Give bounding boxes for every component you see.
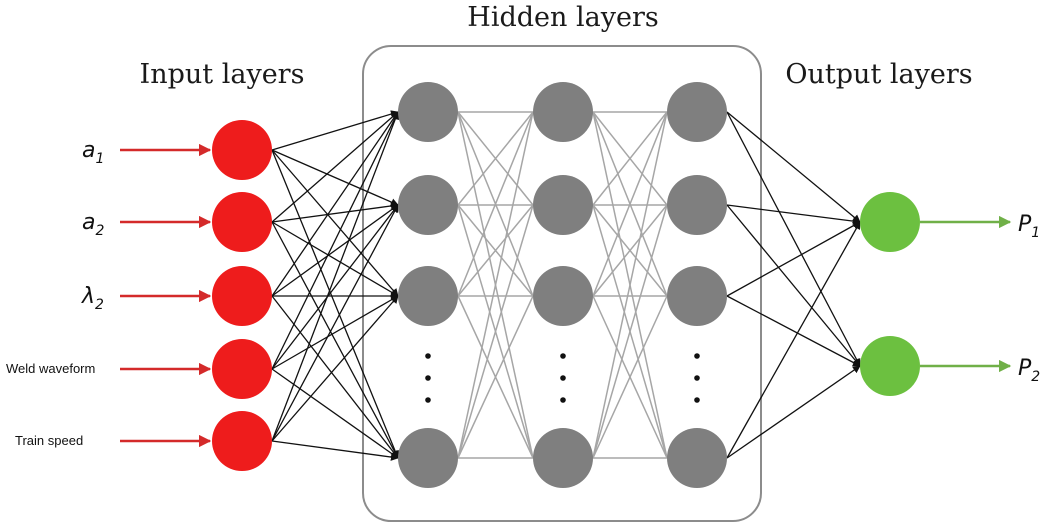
input-hidden-edge (271, 204, 399, 297)
hidden-edge (457, 111, 534, 206)
input-node (212, 339, 272, 399)
input-label: Weld waveform (6, 361, 95, 376)
input-label: Train speed (15, 433, 83, 448)
hidden-edge (592, 204, 668, 297)
output-label: P2 (1018, 356, 1040, 385)
hidden-edge (457, 111, 534, 459)
ellipsis-dot (694, 375, 700, 381)
hidden-edge (457, 295, 534, 459)
hidden-edge (592, 111, 668, 297)
hidden-node (667, 82, 727, 142)
hidden-edge (457, 111, 534, 297)
hidden-node (533, 82, 593, 142)
ellipsis-dot (425, 353, 431, 359)
input-hidden-edge (271, 295, 399, 459)
input-label-main: a (82, 210, 95, 235)
hidden-output-edge (726, 111, 861, 367)
output-node (860, 336, 920, 396)
input-hidden-edge (271, 202, 399, 223)
ellipsis-dot (425, 397, 431, 403)
input-label: λ2 (81, 284, 104, 313)
input-hidden-edge (271, 149, 399, 297)
input-hidden-edge (271, 111, 399, 370)
ellipsis-dot (694, 397, 700, 403)
nodes (212, 82, 920, 488)
hidden-node (667, 266, 727, 326)
output-label-main: P (1018, 356, 1032, 381)
output-label: P1 (1018, 212, 1040, 241)
ellipsis-dot (560, 397, 566, 403)
input-hidden-edge (271, 111, 399, 297)
input-node (212, 192, 272, 252)
io-arrows (120, 143, 1012, 448)
hidden-output-edge (726, 221, 861, 459)
output-layers-title: Output layers (785, 59, 972, 90)
hidden-output-edge (726, 365, 861, 459)
ellipsis-dot (425, 375, 431, 381)
input-hidden-edge (271, 295, 399, 442)
input-hidden-edge (271, 440, 399, 461)
hidden-node (533, 175, 593, 235)
hidden-edge (592, 111, 668, 459)
input-label: a2 (82, 210, 104, 239)
input-label: a1 (82, 138, 104, 167)
hidden-node (533, 266, 593, 326)
output-node (860, 192, 920, 252)
hidden-layers-title: Hidden layers (467, 2, 658, 33)
input-node (212, 266, 272, 326)
hidden-edge (457, 204, 534, 459)
input-node (212, 120, 272, 180)
hidden-edges (457, 111, 668, 459)
input-hidden-edge (271, 221, 399, 297)
hidden-edge (592, 111, 668, 206)
input-hidden-edge (271, 110, 399, 151)
input-label-main: a (82, 138, 95, 163)
input-hidden-edge (271, 221, 399, 459)
hidden-node (398, 266, 458, 326)
hidden-output-edge (726, 204, 861, 225)
hidden-node (667, 428, 727, 488)
hidden-edge (592, 204, 668, 459)
input-label-main: λ (81, 284, 95, 309)
hidden-output-edge (726, 295, 861, 367)
input-hidden-edge (271, 149, 399, 206)
ellipsis-dot (560, 375, 566, 381)
input-hidden-edge (271, 149, 399, 459)
hidden-node (398, 428, 458, 488)
hidden-node (533, 428, 593, 488)
hidden-node (398, 175, 458, 235)
input-label-sub: 2 (95, 223, 104, 239)
hidden-output-edge (726, 111, 861, 223)
input-hidden-edge (271, 204, 399, 442)
hidden-output-edge (726, 204, 861, 367)
input-node (212, 411, 272, 471)
hidden-edge (592, 295, 668, 459)
input-label-sub: 1 (95, 151, 104, 167)
hidden-layers-box (362, 45, 762, 522)
output-label-sub: 2 (1031, 369, 1040, 385)
input-hidden-edge (271, 204, 399, 370)
hidden-output-edge (726, 221, 861, 297)
ellipsis-dot (694, 353, 700, 359)
input-hidden-edge (271, 111, 400, 442)
output-label-sub: 1 (1031, 225, 1040, 241)
output-label-main: P (1018, 212, 1032, 237)
input-hidden-edge (271, 295, 399, 370)
input-label-sub: 2 (95, 297, 104, 313)
hidden-node (667, 175, 727, 235)
hidden-node (398, 82, 458, 142)
io-edges (271, 110, 861, 461)
input-layers-title: Input layers (140, 59, 305, 90)
input-hidden-edge (271, 111, 399, 223)
ellipsis-dot (560, 353, 566, 359)
input-hidden-edge (271, 368, 399, 459)
hidden-edge (457, 204, 534, 297)
